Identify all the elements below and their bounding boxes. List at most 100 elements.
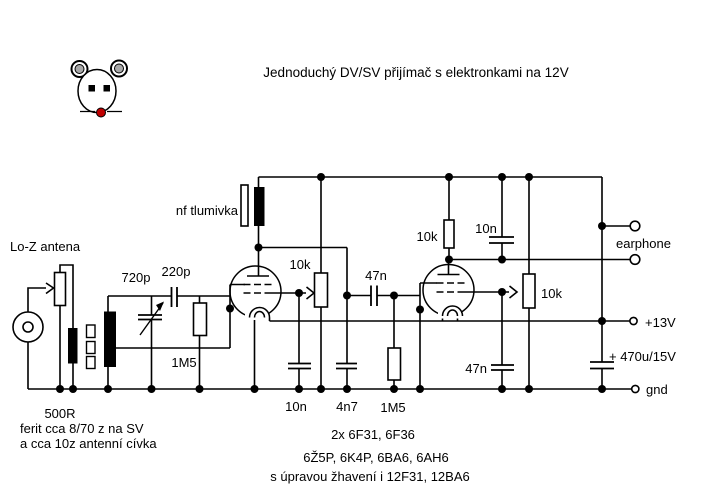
core-segment	[85, 340, 96, 355]
choke-winding	[254, 187, 265, 226]
core-segment	[85, 355, 96, 370]
junction-dot	[104, 385, 112, 393]
pot-500r-body	[53, 271, 67, 307]
mouse-left-eye	[88, 85, 95, 92]
tube1-cathode-arch	[248, 306, 271, 318]
res-1m5-2-body	[387, 347, 402, 381]
antenna-label: Lo-Z antena	[10, 239, 81, 254]
tube-1	[229, 265, 282, 320]
junction-dot	[69, 385, 77, 393]
junction-dot	[525, 385, 533, 393]
earphone-label: earphone	[616, 236, 671, 251]
junction-dot	[343, 385, 351, 393]
cap-4n7-plates	[336, 362, 357, 370]
junction-dot	[390, 385, 398, 393]
junction-dot	[498, 173, 506, 181]
regen-pot-1	[288, 272, 357, 370]
cap-10n-1-plates	[288, 362, 311, 370]
variable-cap-arrowhead-icon	[156, 301, 164, 311]
choke-label: nf tlumivka	[176, 203, 239, 218]
junction-dot	[498, 288, 506, 296]
res-1m5-body	[192, 302, 208, 337]
junction-dot	[416, 385, 424, 393]
cap-4n7-label: 4n7	[336, 399, 358, 414]
junction-dot	[254, 243, 263, 252]
ferrite-note-2: a cca 10z antenní cívka	[20, 436, 157, 451]
tube1-heater-arch	[253, 310, 266, 318]
core-segment	[85, 324, 96, 339]
junction-dot	[147, 385, 156, 393]
pot-500r-label: 500R	[44, 406, 75, 421]
cap-220p-plates	[170, 287, 178, 307]
labels: Jednoduchý DV/SV přijímač s elektronkami…	[10, 65, 676, 484]
junction-dot	[56, 385, 64, 393]
antenna-terminal-pin	[22, 321, 34, 333]
earphone-terminal-2	[629, 253, 641, 266]
pot-10k-1-body	[313, 272, 329, 308]
mouse-right-eye	[103, 85, 110, 92]
cap-47n-coupling-plates	[370, 285, 378, 306]
gnd-label: gnd	[646, 382, 668, 397]
junction-dot	[598, 317, 606, 325]
supply-terminal	[629, 316, 638, 326]
cap-220p-label: 220p	[162, 264, 191, 279]
pot-10k-2-label: 10k	[541, 286, 562, 301]
pot2-wiper-arrow-icon	[509, 285, 519, 299]
res-10k-anode-body	[443, 219, 455, 249]
cap-720p-label: 720p	[122, 270, 151, 285]
cap-470u-label: + 470u/15V	[609, 349, 676, 364]
junction-dot	[390, 291, 398, 300]
tube2-heater-arch	[446, 309, 459, 317]
pot1-wiper-arrow-icon	[306, 286, 316, 300]
ferrite-note-1: ferit cca 8/70 z na SV	[20, 421, 144, 436]
junction-dot	[195, 385, 204, 393]
res-10k-label: 10k	[417, 229, 438, 244]
supply-label: +13V	[645, 315, 676, 330]
coupling-stage	[370, 285, 402, 381]
junction-dot	[226, 304, 234, 313]
secondary-winding	[104, 311, 116, 367]
junction-dot	[416, 305, 424, 314]
junction-dot	[295, 289, 303, 297]
junction-dot	[295, 385, 303, 393]
tubes-note-3: s úpravou žhavení i 12F31, 12BA6	[270, 469, 469, 484]
gnd-terminal	[630, 384, 640, 394]
af-choke	[240, 184, 265, 227]
tube1-gap-mask	[245, 309, 269, 320]
junction-dot	[445, 255, 453, 264]
cap-470u-plates	[590, 361, 614, 370]
junction-dot	[250, 385, 259, 393]
junction-dot	[445, 173, 453, 181]
cap-47n-2-label: 47n	[465, 361, 487, 376]
junction-dot	[317, 385, 325, 393]
mouse-right-ear-inner	[114, 63, 124, 74]
tubes-note-1: 2x 6F31, 6F36	[331, 427, 415, 442]
circuit-wiring	[27, 176, 632, 390]
tube2-grids	[436, 282, 465, 293]
cap-10n-2-plates	[489, 236, 514, 244]
choke-core	[240, 184, 249, 227]
pot-10k-1-label: 10k	[290, 257, 311, 272]
junction-dot	[317, 173, 325, 181]
junction-dot	[498, 385, 506, 393]
mouse-nose	[96, 107, 106, 118]
tube2-cathode-arch	[441, 305, 464, 317]
cap-10n-2-label: 10n	[475, 221, 497, 236]
tuning-section	[138, 287, 208, 337]
tubes-note-2: 6Ž5P, 6K4P, 6BA6, 6AH6	[303, 450, 449, 465]
antenna-input	[12, 271, 67, 343]
cap-47n-1-label: 47n	[365, 268, 387, 283]
junction-dot	[525, 173, 533, 181]
cap-10n-1-label: 10n	[285, 399, 307, 414]
cap-47n-2-plates	[491, 364, 514, 371]
primary-winding	[68, 328, 78, 364]
schematic-title: Jednoduchý DV/SV přijímač s elektronkami…	[263, 65, 568, 80]
tube1-grids	[243, 283, 272, 294]
ferrite-transformer	[68, 311, 116, 370]
mouse-left-ear-inner	[74, 64, 85, 74]
junction-dot	[598, 385, 606, 393]
junction-dot	[598, 222, 606, 230]
antenna-wiper-arrow-icon	[45, 282, 55, 295]
